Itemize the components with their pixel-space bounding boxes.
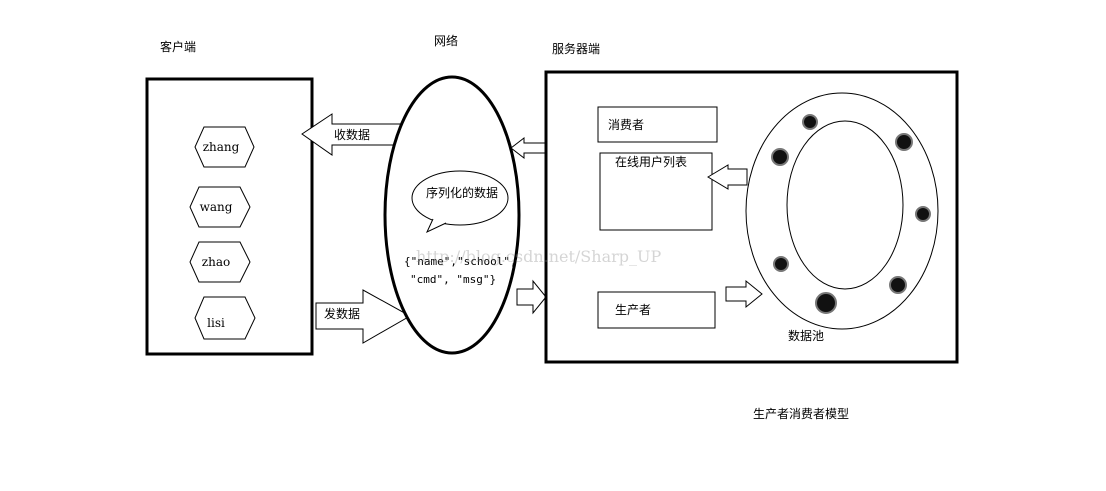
server-label: 服务器端 [552, 41, 600, 56]
server-box [544, 70, 959, 364]
pool-item [773, 256, 789, 272]
pool-item [889, 276, 907, 294]
json-line-2: "cmd", "msg"} [410, 273, 496, 286]
client-hexagon [189, 241, 251, 283]
serialized-label: 序列化的数据 [426, 185, 498, 200]
pool-label: 数据池 [788, 328, 824, 343]
producer-box: 生产者 [597, 291, 716, 329]
pool-item [771, 148, 789, 166]
receive-arrow: 收数据 [301, 113, 403, 156]
pool-inner-ring [786, 120, 904, 290]
client-node-lisi: lisi [194, 296, 256, 340]
consumer-rect [597, 106, 718, 143]
client-name: wang [200, 200, 233, 214]
server-to-network-arrow [510, 136, 547, 160]
consumer-label: 消费者 [608, 118, 644, 132]
serialized-data-bubble: 序列化的数据 [411, 170, 509, 234]
consumer-box: 消费者 [597, 106, 718, 143]
client-name: lisi [207, 316, 225, 330]
client-hexagon [194, 126, 255, 168]
watermark: http://blog.csdn.net/Sharp_UP [416, 247, 661, 266]
client-box [145, 77, 314, 356]
pool-item [895, 133, 913, 151]
producer-to-pool-arrow [725, 279, 763, 309]
json-line-1: {"name","school", [404, 255, 517, 268]
online-users-box: 在线用户列表 [599, 152, 713, 231]
send-label: 发数据 [324, 306, 360, 321]
speech-bubble-tail [425, 218, 447, 234]
online-users-rect [599, 152, 713, 231]
pool-items [771, 114, 931, 314]
client-node-zhao: zhao [189, 241, 251, 283]
diagram-caption: 生产者消费者模型 [753, 407, 849, 421]
data-pool: 数据池 [745, 92, 939, 343]
right-arrow-shape [315, 289, 412, 344]
client-node-zhang: zhang [194, 126, 255, 168]
client-name: zhao [202, 255, 230, 269]
receive-label: 收数据 [334, 127, 370, 142]
client-node-wang: wang [189, 186, 251, 228]
pool-item [802, 114, 818, 130]
pool-to-users-arrow [707, 164, 748, 190]
network-to-server-arrow [516, 279, 547, 315]
speech-bubble [411, 170, 509, 226]
producer-rect [597, 291, 716, 329]
send-arrow: 发数据 [315, 289, 412, 344]
network-label: 网络 [434, 33, 458, 48]
client-list: zhang wang zhao lisi [189, 126, 256, 340]
producer-label: 生产者 [615, 303, 651, 317]
client-name: zhang [203, 140, 240, 154]
client-hexagon [189, 186, 251, 228]
pool-item [915, 206, 931, 222]
client-hexagon [194, 296, 256, 340]
online-users-label: 在线用户列表 [615, 154, 687, 169]
pool-item [815, 292, 837, 314]
client-label: 客户端 [160, 39, 196, 54]
